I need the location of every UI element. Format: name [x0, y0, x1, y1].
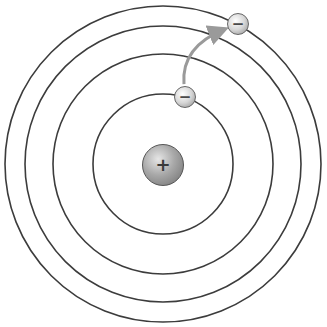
orbit — [93, 94, 233, 234]
electron-circle: − — [227, 13, 249, 35]
charge-sign: − — [232, 17, 245, 32]
electron-circle: − — [174, 86, 196, 108]
jump-arrow — [184, 29, 225, 84]
orbit — [5, 6, 321, 322]
orbit — [53, 54, 273, 274]
charge-sign: + — [155, 156, 170, 174]
orbit — [25, 26, 301, 302]
charge-sign: − — [179, 90, 192, 105]
nucleus-circle: + — [142, 144, 184, 186]
